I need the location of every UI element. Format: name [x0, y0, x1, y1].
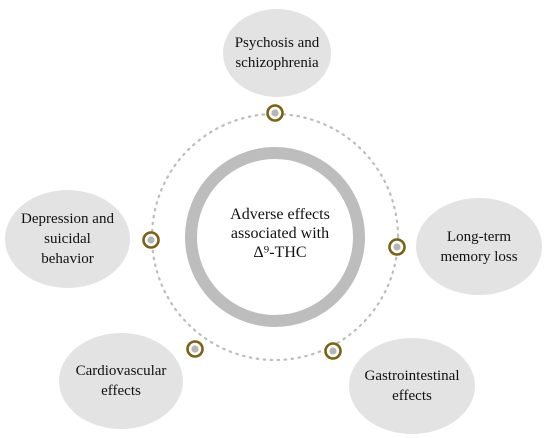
node-psychosis-schizophrenia: Psychosis and schizophrenia — [223, 9, 331, 97]
center-label-line3: Δ⁹-THC — [253, 244, 307, 261]
node-long-term-memory-loss: Long-term memory loss — [416, 198, 542, 295]
node-psychosis-label: Psychosis and schizophrenia — [234, 35, 320, 71]
center-label-line1: Adverse effects — [230, 206, 330, 223]
center-label-line2: associated with — [230, 225, 330, 242]
connector-gastro — [324, 342, 342, 360]
node-depression-label: Depression and suicidal behavior — [21, 211, 114, 267]
connector-cardio — [186, 340, 204, 358]
center-label: Adverse effects associated with Δ⁹-THC — [200, 205, 360, 262]
node-gastro-label: Gastrointestinal effects — [364, 368, 460, 404]
connector-psychosis — [266, 104, 284, 122]
node-memory-label: Long-term memory loss — [440, 228, 518, 265]
center-ring — [185, 147, 365, 327]
node-cardio-label: Cardiovascular effects — [75, 363, 167, 399]
connector-depression — [142, 231, 160, 249]
node-depression-suicidal-behavior: Depression and suicidal behavior — [5, 190, 130, 288]
node-cardiovascular-effects: Cardiovascular effects — [59, 333, 183, 429]
connector-memory — [388, 238, 406, 256]
node-gastrointestinal-effects: Gastrointestinal effects — [349, 338, 475, 434]
